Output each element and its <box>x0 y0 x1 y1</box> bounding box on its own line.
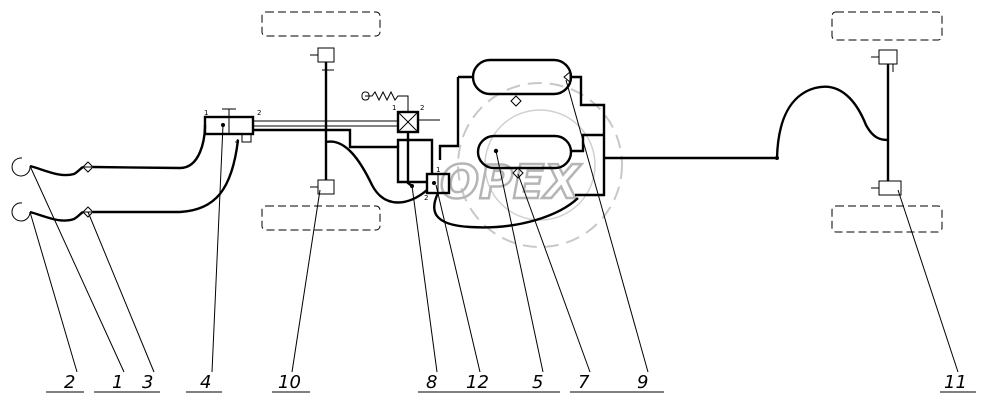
relay-feed <box>396 138 434 174</box>
brake-chamber-front-top <box>310 47 335 71</box>
svg-text:OPEX: OPEX <box>440 155 582 209</box>
relay-valve: 1 2 <box>361 90 440 134</box>
brake-chamber-front-bottom <box>310 179 335 195</box>
coupling-head-upper <box>11 157 31 177</box>
callout-4: 4 <box>200 372 211 393</box>
port-label-4: 4 <box>235 138 240 146</box>
brake-valve-4: 1 2 4 <box>203 108 261 146</box>
svg-text:2: 2 <box>424 194 428 202</box>
watermark-logo: OPEX <box>439 82 623 248</box>
line-lower-to-valve <box>93 139 240 214</box>
brake-chamber-rear-bottom <box>871 180 902 196</box>
check-valve-9 <box>563 70 571 84</box>
callout-5: 5 <box>532 372 543 393</box>
callout-1: 1 <box>112 372 123 393</box>
svg-text:1: 1 <box>392 104 396 112</box>
line-upper-to-valve <box>92 124 207 170</box>
tank-feed-line <box>571 75 606 197</box>
tank-link-left <box>438 75 473 160</box>
filter-upper <box>82 161 94 173</box>
drain-valve-upper <box>510 95 522 107</box>
brake-chamber-rear-top <box>871 49 898 72</box>
callout-10: 10 <box>278 372 301 393</box>
rear-hose-loop <box>775 85 889 159</box>
callout-8: 8 <box>426 372 437 393</box>
coupling-head-lower <box>11 202 31 222</box>
lower-return-loop <box>433 192 579 229</box>
svg-text:2: 2 <box>420 104 424 112</box>
wheel-rear-right-top <box>831 11 943 41</box>
drain-valve-lower <box>512 167 524 179</box>
wheel-front-left-top <box>261 11 381 37</box>
main-line-front <box>253 128 427 184</box>
hose-lower-left <box>29 210 84 222</box>
callout-12: 12 <box>466 372 489 393</box>
air-tank-upper <box>471 58 573 96</box>
wheel-front-left-bottom <box>261 205 381 231</box>
svg-text:1: 1 <box>436 166 440 174</box>
callout-11: 11 <box>944 372 967 393</box>
callout-9: 9 <box>637 372 648 393</box>
front-circuit-loop <box>325 140 428 204</box>
callout-2: 2 <box>64 372 75 393</box>
callout-3: 3 <box>142 372 153 393</box>
port-label-1: 1 <box>204 109 208 117</box>
hose-upper-left <box>29 164 84 177</box>
callout-7: 7 <box>578 372 590 393</box>
wheel-rear-right-bottom <box>831 205 943 233</box>
tank-link-right <box>571 133 604 153</box>
port-label-2: 2 <box>257 109 261 117</box>
leader-lines <box>29 79 976 393</box>
